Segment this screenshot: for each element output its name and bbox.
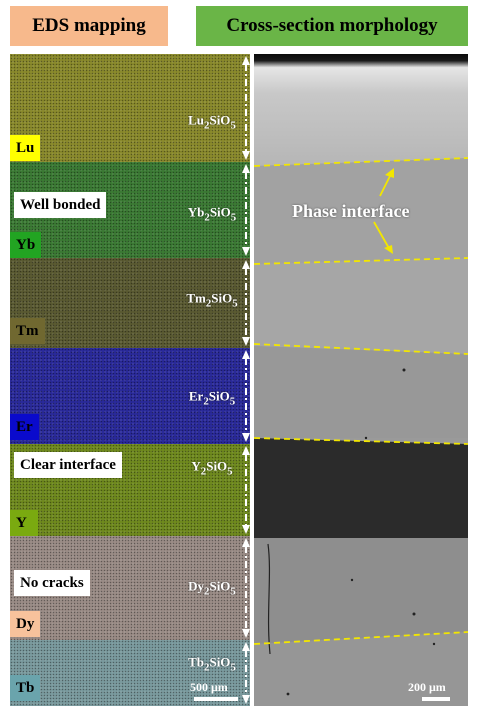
sem-band-er (254, 346, 468, 438)
thickness-arrow (242, 350, 250, 442)
cross-section-panel: Phase interface 200 μm (254, 54, 468, 706)
element-tag-y: Y (10, 510, 38, 536)
sem-band-yb (254, 158, 468, 264)
eds-mapping-panel: Lu Yb Tm Er Y Dy Tb Well bonded Clear in… (10, 54, 250, 706)
layer-thickness-arrows (242, 56, 250, 704)
cross-section-image (254, 54, 468, 706)
thickness-arrow (242, 446, 250, 534)
sem-band-tm (254, 258, 468, 354)
layer-label-lu2sio5: Lu2SiO5 (188, 112, 236, 132)
thickness-arrow (242, 164, 250, 256)
scale-bar-left (194, 697, 238, 701)
layer-label-yb2sio5: Yb2SiO5 (187, 204, 237, 224)
eds-band-tm (10, 258, 250, 348)
layer-label-er2sio5: Er2SiO5 (188, 388, 236, 408)
thickness-arrow (242, 538, 250, 638)
element-tag-tm: Tm (10, 318, 45, 344)
scale-label-left: 500 μm (190, 680, 228, 694)
element-tag-er: Er (10, 414, 39, 440)
element-tag-yb: Yb (10, 232, 42, 258)
thickness-arrow (242, 56, 250, 160)
eds-band-er (10, 348, 250, 444)
cross-section-header: Cross-section morphology (196, 6, 468, 46)
element-tag-lu: Lu (10, 135, 41, 161)
thickness-arrow (242, 642, 250, 704)
layer-label-y2sio5: Y2SiO5 (191, 458, 233, 478)
scale-bar-right (422, 697, 450, 701)
sem-band-lu (254, 54, 468, 166)
eds-band-tb (10, 640, 250, 706)
note-clear-interface: Clear interface (14, 452, 122, 478)
layer-label-tb2sio5: Tb2SiO5 (188, 654, 236, 674)
crack-line (267, 543, 271, 655)
sem-band-dy (254, 538, 468, 644)
eds-mapping-header: EDS mapping (10, 6, 168, 46)
element-tag-dy: Dy (10, 611, 41, 637)
note-well-bonded: Well bonded (14, 192, 107, 218)
layer-label-tm2sio5: Tm2SiO5 (186, 290, 238, 310)
sem-band-y (254, 438, 468, 538)
phase-interface-label: Phase interface (292, 201, 410, 221)
scale-label-right: 200 μm (408, 680, 446, 694)
layer-label-dy2sio5: Dy2SiO5 (188, 578, 236, 598)
thickness-arrow (242, 260, 250, 346)
note-no-cracks: No cracks (14, 570, 90, 596)
sem-band-tb (254, 632, 468, 706)
element-tag-tb: Tb (10, 675, 41, 701)
eds-band-lu (10, 54, 250, 162)
